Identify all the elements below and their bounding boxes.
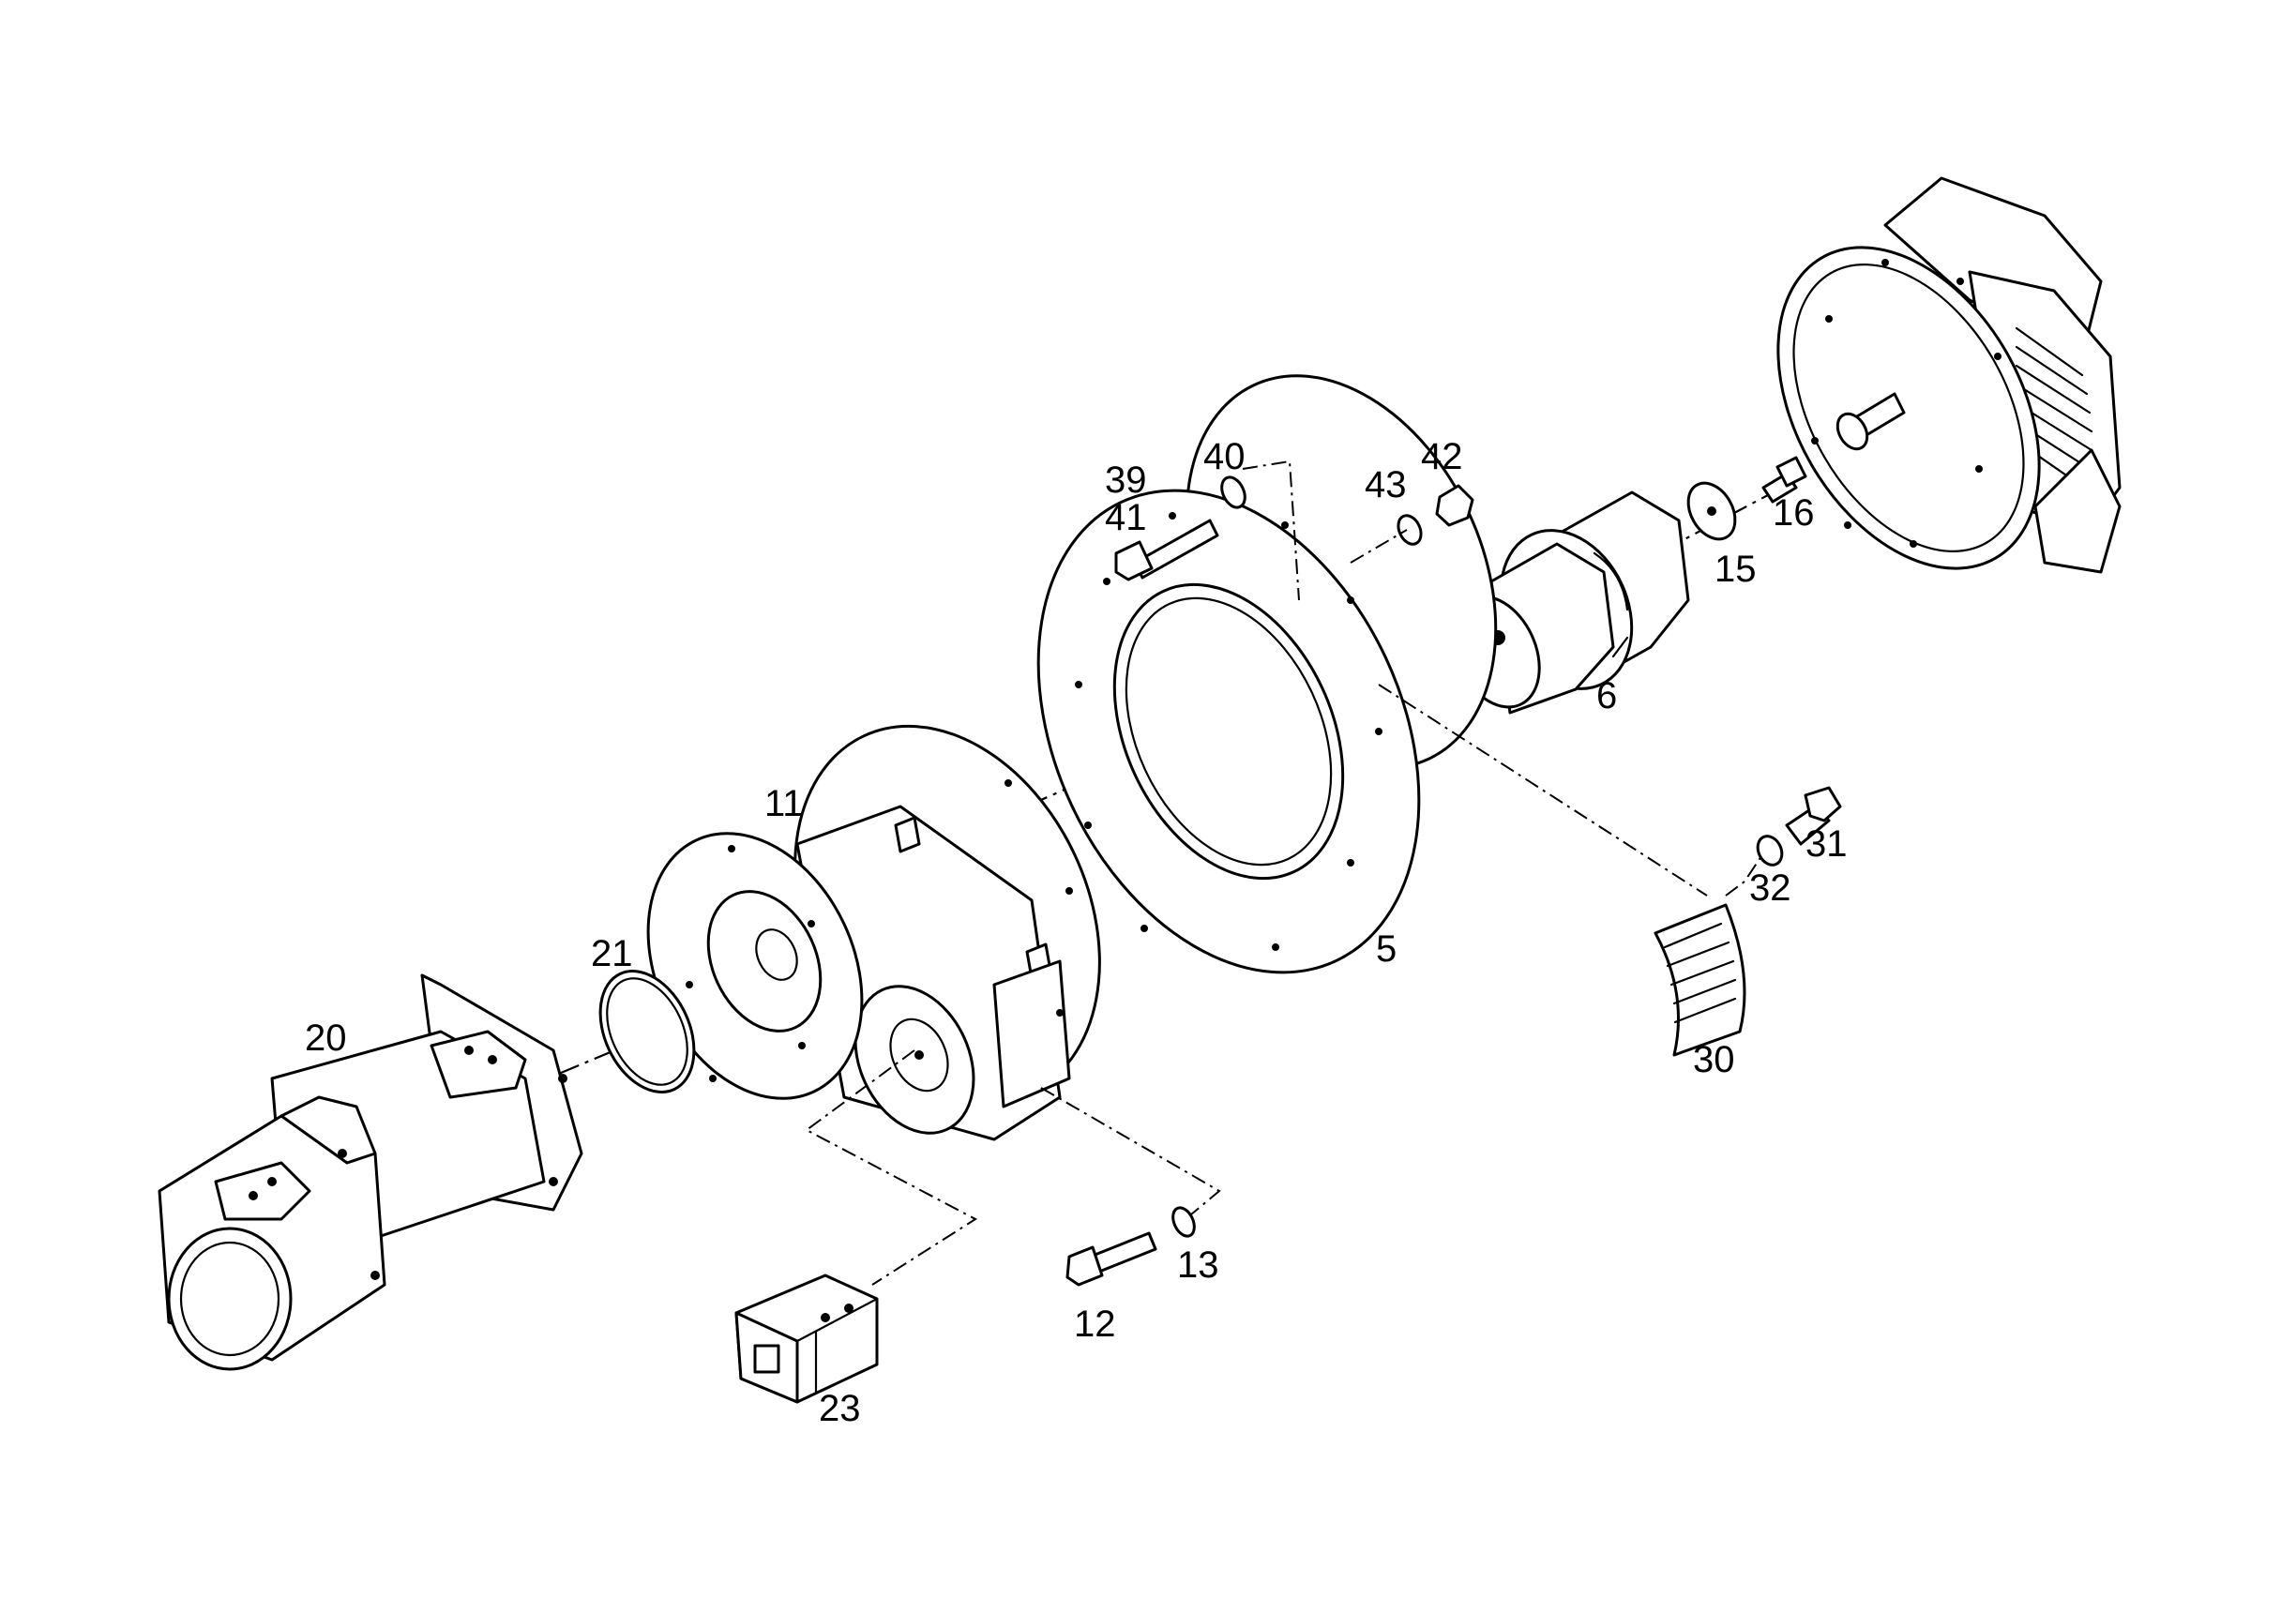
part-20-hydraulic-pump xyxy=(158,973,583,1371)
part-16-screw xyxy=(1761,456,1807,504)
part-21-o-ring xyxy=(598,970,696,1093)
callout-5: 5 xyxy=(1376,928,1397,970)
leader-32 xyxy=(1725,852,1764,897)
part-6-coupling xyxy=(1451,490,1690,715)
callout-16: 16 xyxy=(1773,492,1815,534)
part-11-pump-carrier xyxy=(646,724,1101,1141)
leader-43 xyxy=(1350,529,1408,564)
callout-13: 13 xyxy=(1177,1244,1219,1286)
callout-31: 31 xyxy=(1805,823,1848,865)
callout-39: 39 xyxy=(1105,460,1147,501)
callout-15: 15 xyxy=(1714,549,1757,590)
part-32-washer xyxy=(1756,835,1784,867)
part-40-washer xyxy=(1220,475,1246,509)
callout-42: 42 xyxy=(1421,436,1463,477)
part-43-washer xyxy=(1397,514,1423,546)
callout-32: 32 xyxy=(1749,867,1791,909)
part-13-washer xyxy=(1171,1206,1196,1238)
part-12-hex-bolt xyxy=(1065,1231,1157,1287)
callout-20: 20 xyxy=(305,1018,347,1059)
callout-21: 21 xyxy=(591,933,633,974)
callout-11: 11 xyxy=(764,783,804,824)
callout-41: 41 xyxy=(1105,497,1147,538)
part-30-guard-screen xyxy=(1654,903,1746,1057)
callout-6: 6 xyxy=(1596,675,1617,716)
callout-23: 23 xyxy=(819,1388,861,1429)
part-41-hex-bolt xyxy=(1114,519,1219,581)
callout-43: 43 xyxy=(1365,464,1407,505)
leader-23 xyxy=(805,1049,977,1286)
part-23-gear-pump xyxy=(734,1274,879,1404)
leader-30 xyxy=(1378,684,1708,897)
electric-motor xyxy=(1776,176,2122,574)
part-42-nut xyxy=(1435,484,1474,527)
part-15-washer xyxy=(1686,481,1737,541)
leader-12 xyxy=(1040,1087,1221,1215)
part-31-hex-bolt xyxy=(1785,786,1842,846)
callout-40: 40 xyxy=(1203,436,1246,477)
part-5-bell-housing xyxy=(1036,374,1498,974)
callout-30: 30 xyxy=(1693,1039,1735,1080)
callout-12: 12 xyxy=(1074,1304,1116,1345)
